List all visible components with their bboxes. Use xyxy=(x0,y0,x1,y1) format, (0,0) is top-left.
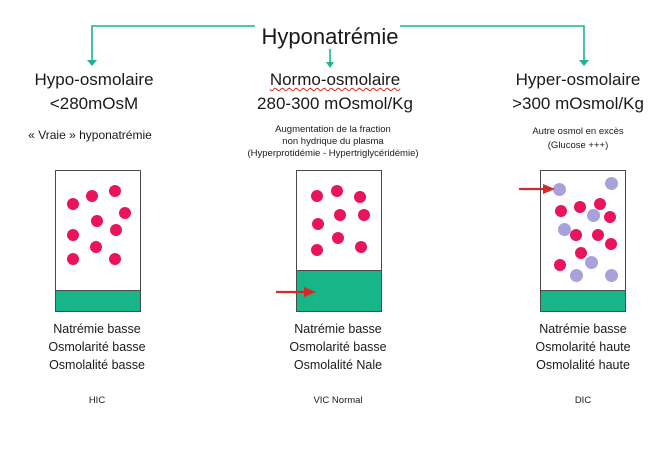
other-osmol-dot xyxy=(585,256,598,269)
sodium-dot xyxy=(575,247,587,259)
stat-natremie: Natrémie basse xyxy=(53,322,141,336)
plasma-fluid xyxy=(541,290,625,311)
sodium-dot xyxy=(109,253,121,265)
sodium-dot xyxy=(67,198,79,210)
range-normo-osmolaire: 280-300 mOsmol/Kg xyxy=(257,94,413,113)
note-hyper-line2: (Glucose +++) xyxy=(547,140,609,151)
beaker-hyper-osmolaire xyxy=(540,170,626,312)
other-osmol-dot xyxy=(605,269,618,282)
sodium-dot xyxy=(90,241,102,253)
note-hyper-line1: Autre osmol en excès xyxy=(532,126,624,137)
note-normo-line2: non hydrique du plasma xyxy=(282,136,384,147)
sodium-dot xyxy=(332,232,344,244)
sodium-dot xyxy=(594,198,606,210)
note-normo-line1: Augmentation de la fraction xyxy=(275,124,391,135)
stat-osmolalite: Osmolalité haute xyxy=(536,358,630,372)
diagram-title: Hyponatrémie xyxy=(261,24,399,49)
other-osmol-dot xyxy=(558,223,571,236)
other-osmol-dot xyxy=(605,177,618,190)
sodium-dot xyxy=(604,211,616,223)
sodium-dot xyxy=(574,201,586,213)
heading-normo-osmolaire: Normo-osmolaire xyxy=(270,70,400,90)
stat-osmolalite: Osmolalité Nale xyxy=(293,358,383,372)
range-hyper-osmolaire: >300 mOsmol/Kg xyxy=(512,94,644,113)
sodium-dot xyxy=(355,241,367,253)
sodium-dot xyxy=(119,207,131,219)
plasma-fluid xyxy=(56,290,140,311)
note-hypo-osmolaire: « Vraie » hyponatrémie xyxy=(28,128,152,142)
sodium-dot xyxy=(312,218,324,230)
label-dic: DIC xyxy=(574,395,592,406)
stat-osmolarite: Osmolarité basse xyxy=(48,340,146,354)
stat-natremie: Natrémie basse xyxy=(539,322,627,336)
arrow-icon xyxy=(276,287,316,297)
sodium-dot xyxy=(605,238,617,250)
label-vic-normal: VIC Normal xyxy=(313,395,363,406)
sodium-dot xyxy=(109,185,121,197)
sodium-dot xyxy=(592,229,604,241)
arrow-icon xyxy=(519,184,555,194)
sodium-dot xyxy=(358,209,370,221)
beaker-normo-osmolaire xyxy=(296,170,382,312)
beaker-hypo-osmolaire xyxy=(55,170,141,312)
range-hypo-osmolaire: <280mOsM xyxy=(49,94,139,113)
note-normo-line3: (Hyperprotidémie - Hypertriglycéridémie) xyxy=(247,148,419,159)
heading-normo-osmolaire-text: Normo-osmolaire xyxy=(269,70,401,89)
sodium-dot xyxy=(331,185,343,197)
sodium-dot xyxy=(311,190,323,202)
sodium-dot xyxy=(311,244,323,256)
sodium-dot xyxy=(67,253,79,265)
heading-hyper-osmolaire: Hyper-osmolaire xyxy=(515,70,641,89)
sodium-dot xyxy=(86,190,98,202)
stat-osmolarite: Osmolarité haute xyxy=(535,340,631,354)
sodium-dot xyxy=(91,215,103,227)
sodium-dot xyxy=(334,209,346,221)
other-osmol-dot xyxy=(570,269,583,282)
sodium-dot xyxy=(554,259,566,271)
sodium-dot xyxy=(555,205,567,217)
sodium-dot xyxy=(67,229,79,241)
other-osmol-dot xyxy=(587,209,600,222)
stat-osmolalite: Osmolalité basse xyxy=(49,358,145,372)
sodium-dot xyxy=(354,191,366,203)
stat-natremie: Natrémie basse xyxy=(294,322,382,336)
stat-osmolarite: Osmolarité basse xyxy=(289,340,387,354)
sodium-dot xyxy=(110,224,122,236)
label-hic: HIC xyxy=(88,395,106,406)
heading-hypo-osmolaire: Hypo-osmolaire xyxy=(34,70,154,89)
other-osmol-dot xyxy=(553,183,566,196)
sodium-dot xyxy=(570,229,582,241)
